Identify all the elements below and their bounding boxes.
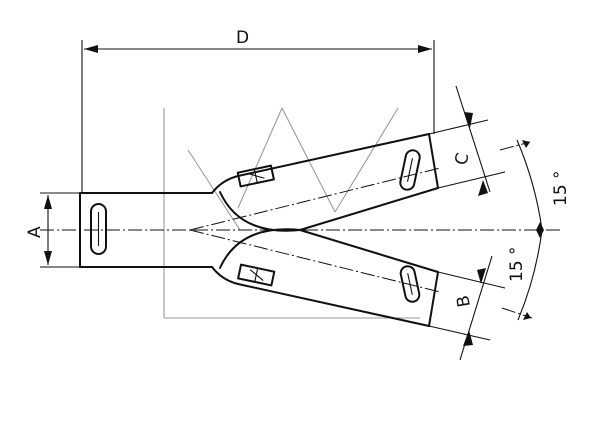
upper-branch-slot: [399, 149, 421, 191]
dimension-d: D: [81, 28, 435, 192]
mounting-slots: [90, 149, 421, 303]
mounting-clamps: [236, 164, 276, 287]
dimension-a: A: [25, 192, 80, 268]
y-branch-body-outline: [79, 133, 439, 327]
inlet-slot: [90, 203, 107, 255]
upper-angle-label: 15 °: [551, 170, 571, 206]
dimension-d-label: D: [236, 28, 249, 48]
dimension-c: C: [428, 85, 506, 196]
lower-clamp: [237, 263, 276, 287]
dimension-a-label: A: [25, 226, 45, 238]
lower-branch-slot: [399, 265, 421, 303]
upper-clamp: [236, 164, 275, 188]
background-guide-lines: [163, 107, 420, 319]
angle-dimension: 15 ° 15 °: [507, 139, 571, 321]
dimension-c-label: C: [451, 151, 473, 167]
dimension-b: B: [428, 255, 506, 361]
lower-angle-label: 15 °: [507, 246, 527, 282]
dimension-b-label: B: [453, 294, 475, 309]
